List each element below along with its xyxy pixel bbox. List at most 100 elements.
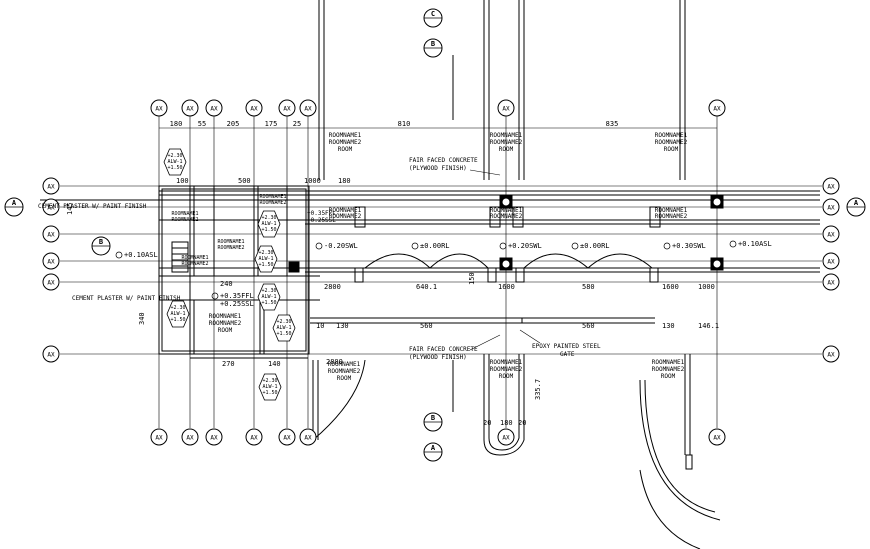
section-mark-a-right: A <box>854 199 859 207</box>
dim-640: 640.1 <box>416 283 437 291</box>
dim-top-3: 205 <box>227 120 240 128</box>
dim-560a: 560 <box>420 322 433 330</box>
svg-text:ROOMNAME1: ROOMNAME1 <box>217 239 244 245</box>
svg-text:ROOMNAME1: ROOMNAME1 <box>329 132 362 139</box>
grid-bubble: AX <box>245 428 263 446</box>
grid-bubble-label: AX <box>47 232 55 239</box>
grid-bubble-label: AX <box>502 435 510 442</box>
grid-bubble: AX <box>299 99 317 117</box>
dim-1600a: 1600 <box>498 283 515 291</box>
room-labels: ROOMNAME1 ROOMNAME2 ROOM ROOMNAME1 ROOMN… <box>171 132 687 382</box>
svg-text:ROOMNAME1: ROOMNAME1 <box>490 132 523 139</box>
grid-bubble-label: AX <box>827 205 835 212</box>
svg-text:+2.30: +2.30 <box>261 215 276 221</box>
grid-bubble: AX <box>42 252 60 270</box>
grid-bubble: AX <box>150 428 168 446</box>
svg-text:ROOMNAME2: ROOMNAME2 <box>655 139 688 146</box>
grid-bubble: AX <box>822 273 840 291</box>
note-fair-faced-concrete-2: FAIR FACED CONCRETE <box>409 346 478 353</box>
svg-text:+2.30: +2.30 <box>258 250 273 256</box>
grid-bubble: AX <box>708 428 726 446</box>
dim-1000b: 1000 <box>698 283 715 291</box>
note-cement-plaster-1: CEMENT PLASTER W/ PAINT FINISH <box>38 203 147 210</box>
grid-bubble: AX <box>42 273 60 291</box>
svg-text:ROOMNAME2: ROOMNAME2 <box>259 200 286 206</box>
grid-bubble-label: AX <box>283 106 291 113</box>
grid-bubble-label: AX <box>155 106 163 113</box>
grid-bubble: AX <box>822 177 840 195</box>
svg-text:+1.50: +1.50 <box>261 227 276 233</box>
note-plywood-finish-1: (PLYWOOD FINISH) <box>409 165 467 172</box>
level-2: ±0.00RL <box>420 242 450 250</box>
level-9: +0.25SSL <box>220 300 254 308</box>
svg-text:ROOMNAME2: ROOMNAME2 <box>328 368 361 375</box>
grid-bubble: AX <box>42 345 60 363</box>
svg-text:ROOMNAME1: ROOMNAME1 <box>171 211 198 217</box>
grid-bubble: AX <box>822 252 840 270</box>
svg-text:ROOM: ROOM <box>499 373 514 380</box>
svg-text:ROOMNAME1: ROOMNAME1 <box>209 313 242 320</box>
svg-text:ALW-1: ALW-1 <box>261 221 276 227</box>
level-5: +0.30SWL <box>672 242 706 250</box>
grid-bubble-label: AX <box>502 106 510 113</box>
grid-bubble-label: AX <box>827 352 835 359</box>
grid-bubble: AX <box>42 177 60 195</box>
svg-text:+2.30: +2.30 <box>262 378 277 384</box>
grid-bubble: AX <box>708 99 726 117</box>
svg-text:ALW-1: ALW-1 <box>170 311 185 317</box>
dim-10: 10 <box>316 322 324 330</box>
grid-bubble-label: AX <box>47 352 55 359</box>
level-10: +0.35FFL <box>307 210 336 217</box>
svg-text:ROOM: ROOM <box>661 373 676 380</box>
svg-text:ROOMNAME1: ROOMNAME1 <box>259 194 286 200</box>
dim-top-1: 180 <box>170 120 183 128</box>
grid-bubble: AX <box>245 99 263 117</box>
level-11: +0.25SSL <box>307 217 336 224</box>
dim-top-2: 55 <box>198 120 206 128</box>
svg-text:+1.50: +1.50 <box>276 331 291 337</box>
grid-bubble: AX <box>42 198 60 216</box>
svg-text:ROOMNAME1: ROOMNAME1 <box>329 207 362 214</box>
dim-100: 100 <box>176 177 189 185</box>
level-8: +0.35FFL <box>220 292 254 300</box>
grid-bubble-label: AX <box>47 259 55 266</box>
svg-text:ALW-1: ALW-1 <box>261 294 276 300</box>
grid-bubble-label: AX <box>210 435 218 442</box>
svg-text:+1.50: +1.50 <box>167 165 182 171</box>
svg-text:ROOMNAME1: ROOMNAME1 <box>655 132 688 139</box>
dim-180: 180 <box>338 177 351 185</box>
level-7: +0.10ASL <box>124 251 158 259</box>
dim-1600b: 1600 <box>662 283 679 291</box>
svg-text:ROOMNAME2: ROOMNAME2 <box>329 213 362 220</box>
svg-text:ALW-1: ALW-1 <box>262 384 277 390</box>
level-1: -0.20SWL <box>324 242 358 250</box>
dim-180b: 180 <box>500 419 513 427</box>
svg-text:+2.30: +2.30 <box>170 305 185 311</box>
dim-130a: 130 <box>336 322 349 330</box>
dim-top-6: 810 <box>398 120 411 128</box>
grid-bubble: AX <box>278 428 296 446</box>
grid-bubble: AX <box>278 99 296 117</box>
svg-text:ALW-1: ALW-1 <box>258 256 273 262</box>
level-3: +0.20SWL <box>508 242 542 250</box>
grid-bubble-label: AX <box>304 106 312 113</box>
grid-bubble: AX <box>205 99 223 117</box>
grid-bubble-label: AX <box>827 232 835 239</box>
svg-text:ROOMNAME1: ROOMNAME1 <box>655 207 688 214</box>
svg-text:ROOMNAME2: ROOMNAME2 <box>329 139 362 146</box>
grid-bubble-label: AX <box>827 184 835 191</box>
grid-bubbles: AX AX AX AX AX AX AX AX AX AX AX AX AX AX AX AX AX AX AX AX… <box>42 99 840 446</box>
dim-560b: 560 <box>582 322 595 330</box>
grid-bubble: AX <box>497 99 515 117</box>
svg-text:ROOMNAME1: ROOMNAME1 <box>328 361 361 368</box>
grid-bubble-label: AX <box>186 106 194 113</box>
svg-text:+2.30: +2.30 <box>167 153 182 159</box>
grid-bubble-label: AX <box>827 280 835 287</box>
